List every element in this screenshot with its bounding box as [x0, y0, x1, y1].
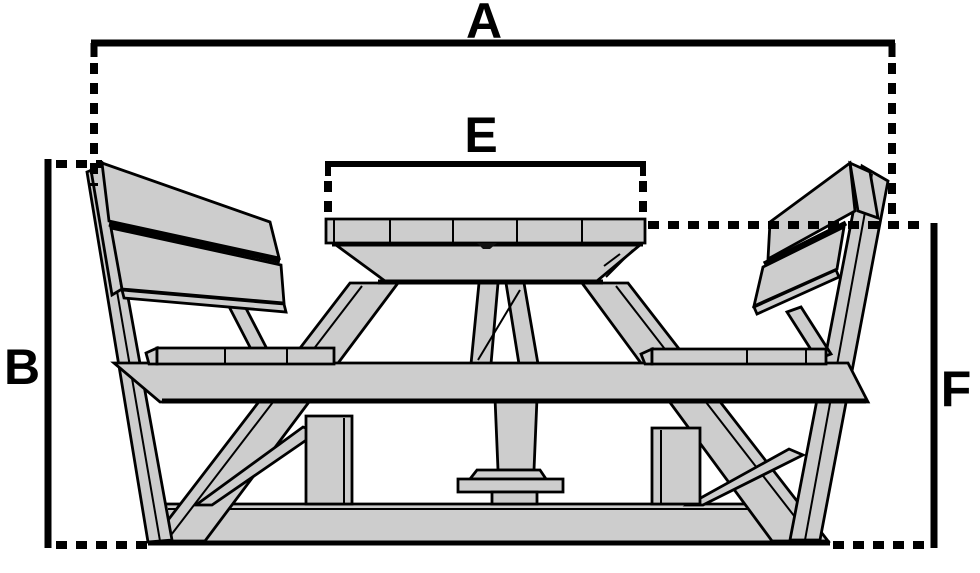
table-support-beam [331, 243, 644, 283]
dimension-a: A [90, 0, 896, 221]
tabletop-center-notch [477, 243, 497, 249]
dimension-f: F [648, 221, 972, 549]
backrest-post-right [784, 305, 834, 361]
center-post-cross-line [477, 289, 521, 361]
beam-bracket-line-1 [605, 249, 634, 278]
table-leg-left-facet [167, 285, 363, 540]
picnic-table-illustration [85, 160, 890, 546]
dimension-e-label: E [464, 107, 497, 163]
tabletop-planks [324, 217, 647, 245]
bench-leg-right-facet [804, 173, 873, 541]
backrest-right-side-strip [848, 160, 880, 221]
backrest-left-bottom-lip [120, 288, 288, 314]
backrest-right-plank-1 [766, 160, 857, 262]
bench-pedestal-left [304, 414, 354, 506]
table-leg-left [149, 281, 401, 543]
center-post-far [504, 281, 540, 366]
backrest-left-plank-1 [100, 160, 281, 260]
pedestal-foot-slab [456, 477, 565, 494]
backrest-left-gap [108, 221, 281, 264]
pedestal-foot-block [490, 490, 539, 506]
beam-bracket-line-2 [603, 253, 621, 267]
bench-pedestal-right [650, 426, 702, 506]
dimension-e: E [324, 107, 647, 217]
seat-rail [110, 361, 871, 404]
table-leg-right-facet [615, 285, 813, 540]
seat-right-planks [650, 347, 828, 366]
center-post-lower [493, 396, 539, 472]
dimension-b: B [4, 159, 150, 549]
backrest-right-gap [762, 220, 848, 267]
center-post-near [469, 281, 500, 366]
seat-left-planks [155, 346, 336, 366]
dimension-b-label: B [4, 339, 40, 395]
dimension-a-label: A [466, 0, 502, 49]
backrest-right-bottom-lip [752, 268, 841, 316]
seat-left-end-wedge [144, 345, 159, 366]
dimension-f-label: F [941, 361, 972, 417]
